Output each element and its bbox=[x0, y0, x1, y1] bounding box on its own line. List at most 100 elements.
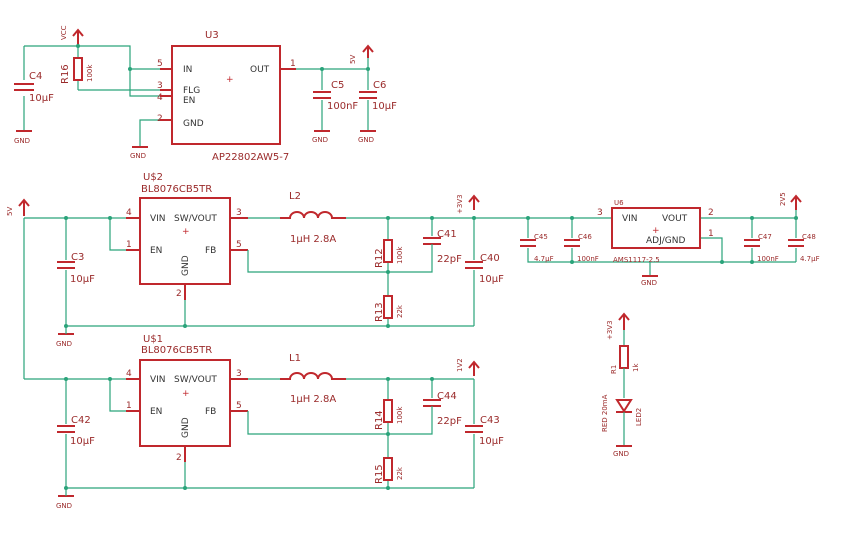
svg-text:5: 5 bbox=[236, 401, 242, 411]
svg-text:EN: EN bbox=[183, 96, 195, 106]
u1-part: BL8076CB5TR bbox=[141, 345, 212, 356]
c40-value: 10μF bbox=[479, 274, 504, 285]
u3-name: U3 bbox=[205, 30, 219, 41]
resistor-r1: R1 1k bbox=[610, 345, 640, 374]
c4-value: 10μF bbox=[29, 93, 54, 104]
capacitor-c6: C6 10μF bbox=[359, 80, 397, 112]
l1-name: L1 bbox=[289, 353, 301, 364]
c44-name: C44 bbox=[437, 391, 457, 402]
svg-text:GND: GND bbox=[641, 279, 657, 287]
svg-text:VIN: VIN bbox=[622, 214, 638, 224]
u6-chip: U6 AMS1117-2.5 VIN VOUT ADJ/GND 3 2 1 + bbox=[597, 199, 714, 264]
u2-part: BL8076CB5TR bbox=[141, 184, 212, 195]
c47-value: 100nF bbox=[757, 255, 779, 263]
led-3v3-label: +3V3 bbox=[606, 320, 614, 340]
c41-name: C41 bbox=[437, 229, 457, 240]
svg-text:EN: EN bbox=[150, 407, 162, 417]
r16-name: R16 bbox=[60, 64, 71, 84]
svg-text:3: 3 bbox=[236, 208, 242, 218]
r16-value: 100k bbox=[86, 64, 94, 82]
svg-text:VOUT: VOUT bbox=[662, 214, 688, 224]
r12-value: 100k bbox=[396, 246, 404, 264]
svg-text:2: 2 bbox=[176, 453, 182, 463]
c3-value: 10μF bbox=[70, 274, 95, 285]
c4-name: C4 bbox=[29, 71, 42, 82]
capacitor-c40: C40 10μF bbox=[465, 253, 504, 285]
c44-value: 22pF bbox=[437, 416, 462, 427]
3v3-label: +3V3 bbox=[456, 194, 464, 214]
u1-chip: U$1 BL8076CB5TR VIN SW/VOUT EN FB GND 4 … bbox=[126, 334, 248, 463]
r13-value: 22k bbox=[396, 304, 404, 318]
svg-text:4: 4 bbox=[157, 93, 163, 103]
capacitor-c47: C47 100nF bbox=[744, 233, 779, 263]
c3-name: C3 bbox=[71, 252, 84, 263]
gnd-symbol: GND bbox=[613, 445, 632, 458]
l2-name: L2 bbox=[289, 191, 301, 202]
led-value: RED 20mA bbox=[601, 394, 609, 432]
u1-name: U$1 bbox=[143, 334, 163, 345]
c46-name: C46 bbox=[578, 233, 592, 241]
gnd-symbol: GND bbox=[14, 130, 32, 145]
svg-text:2: 2 bbox=[708, 208, 714, 218]
gnd-symbol: GND bbox=[130, 146, 148, 160]
r1-value: 1k bbox=[632, 363, 640, 372]
gnd-symbol: GND bbox=[56, 326, 74, 348]
svg-text:GND: GND bbox=[14, 137, 30, 145]
resistor-r13: R13 22k bbox=[374, 295, 404, 322]
c6-value: 10μF bbox=[372, 101, 397, 112]
c48-value: 4.7μF bbox=[800, 255, 820, 263]
svg-text:+: + bbox=[182, 227, 190, 237]
r12-name: R12 bbox=[374, 248, 385, 268]
1v2-label: 1V2 bbox=[456, 358, 464, 372]
c5-value: 100nF bbox=[327, 101, 358, 112]
r14-name: R14 bbox=[374, 410, 385, 430]
svg-text:5: 5 bbox=[236, 240, 242, 250]
u3-part: AP22802AW5-7 bbox=[212, 152, 289, 163]
l1-value: 1μH 2.8A bbox=[290, 394, 336, 405]
led-name: LED2 bbox=[635, 408, 643, 426]
5v-supply-symbol: 5V bbox=[6, 198, 30, 216]
svg-text:FB: FB bbox=[205, 407, 216, 417]
5v-supply-symbol: 5V bbox=[349, 44, 374, 64]
u2-chip: U$2 BL8076CB5TR VIN SW/VOUT EN FB GND 4 … bbox=[126, 172, 248, 300]
l2-value: 1μH 2.8A bbox=[290, 234, 336, 245]
svg-text:ADJ/GND: ADJ/GND bbox=[646, 236, 685, 246]
svg-text:GND: GND bbox=[183, 119, 204, 129]
capacitor-c42: C42 10μF bbox=[57, 415, 95, 447]
capacitor-c4: C4 10μF bbox=[14, 71, 54, 104]
svg-text:1: 1 bbox=[708, 229, 714, 239]
c41-value: 22pF bbox=[437, 254, 462, 265]
1v2-supply-symbol: 1V2 bbox=[456, 358, 480, 376]
c48-name: C48 bbox=[802, 233, 816, 241]
u6-part: AMS1117-2.5 bbox=[613, 256, 660, 264]
u1-section: U$1 BL8076CB5TR VIN SW/VOUT EN FB GND 4 … bbox=[56, 300, 504, 510]
r15-name: R15 bbox=[374, 464, 385, 484]
svg-text:5: 5 bbox=[157, 59, 163, 69]
r15-value: 22k bbox=[396, 466, 404, 480]
svg-text:+: + bbox=[226, 75, 234, 85]
c45-name: C45 bbox=[534, 233, 548, 241]
2v5-supply-symbol: 2V5 bbox=[779, 192, 802, 210]
svg-text:SW/VOUT: SW/VOUT bbox=[174, 375, 217, 385]
svg-text:SW/VOUT: SW/VOUT bbox=[174, 214, 217, 224]
svg-text:1: 1 bbox=[126, 240, 132, 250]
u2-name: U$2 bbox=[143, 172, 163, 183]
r13-name: R13 bbox=[374, 302, 385, 322]
svg-text:GND: GND bbox=[613, 450, 629, 458]
capacitor-c48: C48 4.7μF bbox=[788, 233, 820, 263]
5v-top-label: 5V bbox=[349, 55, 357, 64]
gnd-symbol: GND bbox=[312, 130, 330, 144]
c6-name: C6 bbox=[373, 80, 386, 91]
c47-name: C47 bbox=[758, 233, 772, 241]
vcc-supply-symbol: VCC bbox=[60, 25, 84, 46]
svg-text:3: 3 bbox=[236, 369, 242, 379]
c43-value: 10μF bbox=[479, 436, 504, 447]
r1-name: R1 bbox=[610, 365, 618, 374]
svg-text:VIN: VIN bbox=[150, 375, 166, 385]
svg-text:GND: GND bbox=[312, 136, 328, 144]
2v5-label: 2V5 bbox=[779, 192, 787, 206]
c42-name: C42 bbox=[71, 415, 91, 426]
svg-text:2: 2 bbox=[176, 289, 182, 299]
capacitor-c5: C5 100nF bbox=[313, 80, 358, 112]
